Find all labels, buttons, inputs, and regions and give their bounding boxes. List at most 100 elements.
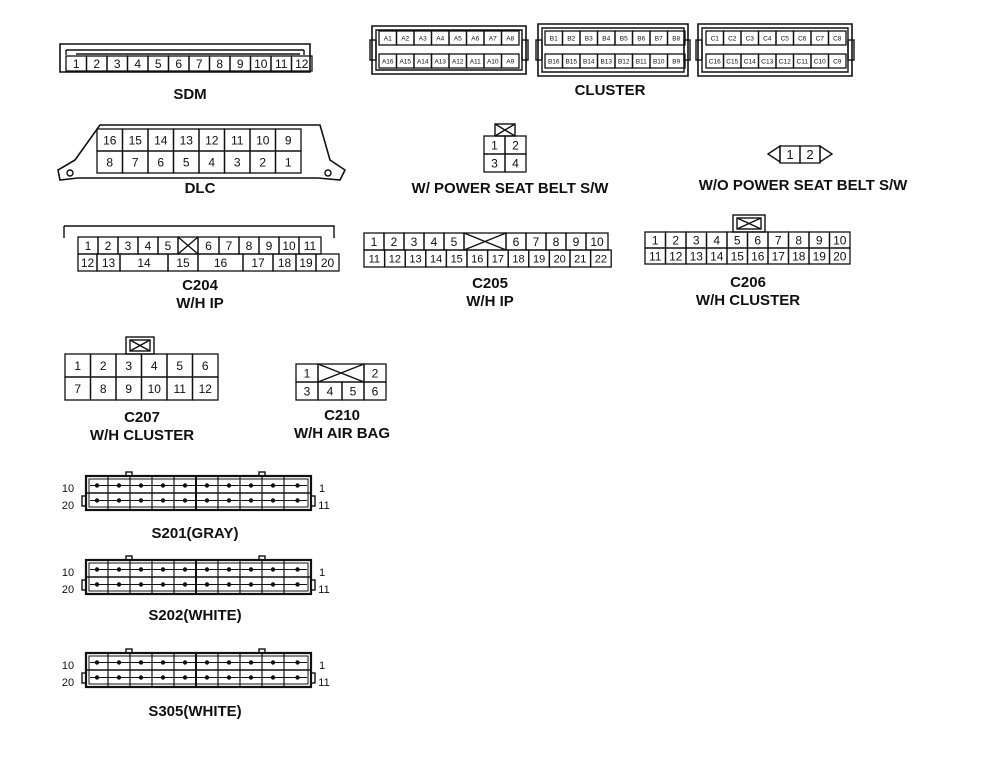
cluster-c-bottom-pin-C10: C10 (810, 53, 830, 69)
svg-text:15: 15 (176, 256, 190, 270)
c205-label: C205 (472, 275, 508, 292)
c207-top-pin-1: 1 (64, 353, 92, 378)
c206-top-pin-7: 7 (767, 231, 790, 249)
c206-bottom-pin-20: 20 (828, 247, 851, 265)
c205-top-pin-10: 10 (585, 232, 609, 251)
sdm-pin-8: 8 (208, 55, 231, 72)
s201-right-top: 1 (318, 483, 326, 495)
svg-text:B9: B9 (672, 58, 680, 65)
c204-bottom-pin-12: 12 (77, 253, 98, 272)
c206-top-pin-1: 1 (644, 231, 667, 249)
sdm-label: SDM (173, 86, 207, 103)
c204-top-pin-9: 9 (258, 236, 280, 255)
svg-text:A16: A16 (382, 58, 394, 65)
svg-text:11: 11 (304, 239, 317, 253)
dlc-top-pin-10: 10 (249, 128, 277, 152)
svg-text:C8: C8 (833, 35, 842, 42)
cluster-b-top-pin-B2: B2 (561, 30, 581, 46)
ps-top-pin-2: 2 (504, 135, 527, 155)
svg-text:13: 13 (409, 253, 421, 265)
svg-text:12: 12 (205, 133, 219, 147)
cluster-b-bottom-pin-B16: B16 (544, 53, 564, 69)
cluster-b-bottom-pin-B14: B14 (579, 53, 599, 69)
svg-text:2: 2 (105, 239, 112, 253)
svg-text:11: 11 (174, 382, 187, 396)
c204-top-pin-2: 2 (97, 236, 119, 255)
no-power-seat-belt-label: W/O POWER SEAT BELT S/W (698, 177, 908, 194)
power-seat-belt-label: W/ POWER SEAT BELT S/W (411, 180, 609, 197)
cluster-a-bottom-pin-A12: A12 (448, 53, 468, 69)
svg-text:C4: C4 (763, 35, 772, 42)
c207-bottom-pin-7: 7 (64, 376, 92, 401)
sdm-pin-2: 2 (85, 55, 108, 72)
cluster-b-top-pin-B6: B6 (631, 30, 651, 46)
c210-sublabel: W/H AIR BAG (293, 425, 391, 442)
svg-text:10: 10 (254, 57, 268, 71)
svg-text:12: 12 (389, 253, 401, 265)
svg-text:9: 9 (266, 239, 273, 253)
ps-bottom-pin-3: 3 (483, 153, 506, 173)
svg-text:2: 2 (672, 233, 679, 247)
s201-label: S201(GRAY) (151, 525, 239, 542)
cluster-b-top-pin-B3: B3 (579, 30, 599, 46)
dlc-top-pin-14: 14 (147, 128, 175, 152)
cluster-c-top-pin-C5: C5 (775, 30, 795, 46)
svg-text:16: 16 (214, 256, 228, 270)
c207-bottom-pin-12: 12 (191, 376, 219, 401)
svg-text:8: 8 (553, 235, 560, 249)
svg-text:18: 18 (278, 256, 292, 270)
svg-text:7: 7 (533, 235, 540, 249)
svg-text:16: 16 (751, 249, 765, 263)
svg-text:2: 2 (391, 235, 398, 249)
c205-bottom-pin-22: 22 (589, 249, 612, 268)
s201-splice-connector (81, 471, 316, 512)
cluster-a-top-pin-A2: A2 (395, 30, 415, 46)
svg-text:22: 22 (595, 253, 607, 265)
dlc-bottom-pin-4: 4 (198, 150, 226, 174)
svg-text:17: 17 (492, 253, 504, 265)
c210-bottom-pin-6: 6 (363, 381, 387, 401)
c205-top-pin-9: 9 (565, 232, 587, 251)
svg-text:10: 10 (833, 233, 847, 247)
svg-text:11: 11 (275, 57, 288, 71)
svg-text:21: 21 (574, 253, 586, 265)
cluster-a-top-pin-A1: A1 (378, 30, 398, 46)
c206-top-pin-3: 3 (685, 231, 708, 249)
c206-bottom-pin-19: 19 (808, 247, 831, 265)
svg-text:5: 5 (734, 233, 741, 247)
c204-bottom-pin-19: 19 (295, 253, 317, 272)
c205-top-pin-6: 6 (505, 232, 527, 251)
c210-top-pin-1: 1 (295, 363, 319, 383)
svg-text:5: 5 (451, 235, 458, 249)
dlc-bottom-pin-8: 8 (96, 150, 124, 174)
svg-text:9: 9 (237, 57, 244, 71)
svg-text:7: 7 (132, 155, 139, 169)
c207-bottom-pin-8: 8 (89, 376, 117, 401)
svg-text:8: 8 (795, 233, 802, 247)
svg-text:3: 3 (693, 233, 700, 247)
dlc-label: DLC (184, 180, 216, 197)
cluster-c-top-pin-C7: C7 (810, 30, 830, 46)
dlc-top-pin-15: 15 (121, 128, 149, 152)
c205-sublabel: W/H IP (466, 293, 514, 310)
svg-text:2: 2 (806, 147, 813, 162)
nps-pin-2: 2 (799, 145, 821, 164)
dlc-top-pin-13: 13 (172, 128, 200, 152)
cluster-a-top-pin-A7: A7 (483, 30, 503, 46)
svg-text:1: 1 (491, 138, 498, 152)
svg-text:1: 1 (786, 147, 793, 162)
c204-top-pin-11: 11 (298, 236, 322, 255)
c204-label: C204 (182, 277, 218, 294)
c207-sublabel: W/H CLUSTER (89, 427, 195, 444)
c205-bottom-pin-21: 21 (569, 249, 592, 268)
s202-left-bottom: 20 (61, 584, 75, 596)
svg-text:11: 11 (649, 249, 662, 263)
c204-bottom-pin-16: 16 (197, 253, 244, 272)
dlc-top-pin-12: 12 (198, 128, 226, 152)
svg-text:17: 17 (772, 249, 786, 263)
svg-text:B4: B4 (602, 35, 610, 42)
cluster-c-bottom-pin-C9: C9 (827, 53, 847, 69)
